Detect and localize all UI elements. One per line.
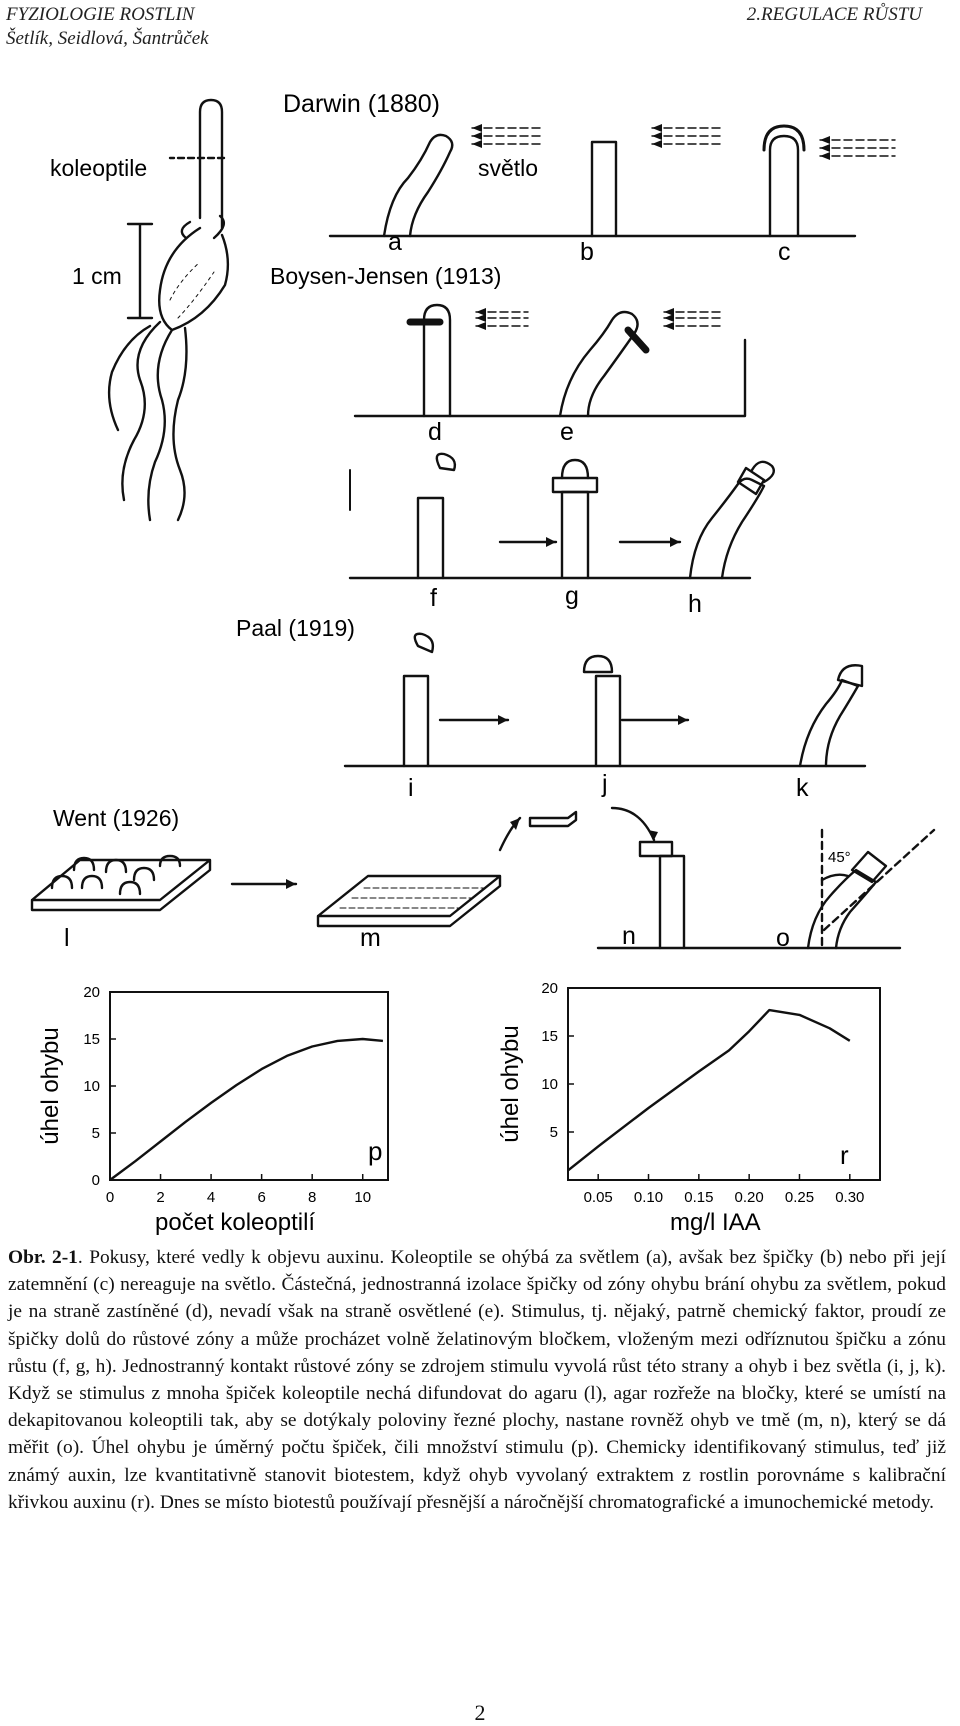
x-tick-label: 6 [257, 1189, 265, 1206]
x-axis-label: mg/l IAA [670, 1209, 761, 1236]
block-o [850, 850, 888, 884]
tip-g [560, 458, 590, 480]
y-tick-label: 10 [541, 1076, 558, 1093]
coleoptile-d [422, 303, 452, 418]
panel-j: j [601, 770, 608, 798]
auxin-experiments-figure: Darwin (1880) koleoptile světlo a b c 1 … [30, 90, 936, 1236]
panel-h: h [688, 590, 702, 618]
baseline-boysen [353, 338, 747, 418]
y-tick-label: 20 [83, 984, 100, 1001]
y-tick-label: 20 [541, 980, 558, 997]
authors: Šetlík, Seidlová, Šantrůček [6, 28, 209, 49]
panel-k: k [796, 774, 809, 802]
plot-frame [567, 987, 881, 1181]
agar-slab-m [316, 874, 502, 928]
tips-on-agar [50, 854, 182, 896]
panel-d: d [428, 418, 442, 446]
x-tick-label: 8 [308, 1189, 316, 1206]
coleoptile-k [798, 678, 860, 768]
panel-n: n [622, 922, 636, 950]
x-axis-label: počet koleoptilí [155, 1209, 315, 1236]
x-tick-label: 0.30 [835, 1189, 864, 1206]
panel-l: l [64, 924, 70, 952]
tip-j [582, 654, 614, 674]
block-h [736, 466, 766, 496]
chapter-title: 2.REGULACE RŮSTU [746, 4, 922, 25]
tip-f [435, 452, 457, 472]
figure-caption: Obr. 2-1. Pokusy, které vedly k objevu a… [8, 1244, 946, 1516]
light-label: světlo [478, 155, 538, 181]
series-line [567, 1008, 851, 1172]
x-tick-label: 4 [207, 1189, 215, 1206]
coleoptile-f [416, 496, 445, 580]
y-tick-label: 5 [550, 1124, 558, 1141]
panel-b: b [580, 238, 594, 266]
coleoptile-i [402, 674, 430, 768]
x-tick-label: 0.10 [634, 1189, 663, 1206]
panel-c: c [778, 238, 791, 266]
series-line [109, 1037, 384, 1181]
agar-bit [528, 810, 578, 828]
went-title: Went (1926) [53, 805, 179, 831]
panel-f: f [430, 584, 437, 612]
caption-text: . Pokusy, které vedly k objevu auxinu. K… [8, 1247, 946, 1513]
boysen-title: Boysen-Jensen (1913) [270, 263, 501, 289]
x-tick-label: 2 [156, 1189, 164, 1206]
coleoptile-o [806, 868, 878, 950]
block-n [638, 840, 674, 858]
cap-c [762, 124, 806, 152]
scale-label: 1 cm [72, 263, 122, 289]
panel-m: m [360, 924, 381, 952]
panel-a: a [388, 228, 402, 256]
panel-o: o [776, 924, 790, 952]
y-tick-label: 0 [92, 1172, 100, 1189]
panel-label: p [368, 1136, 382, 1166]
coleoptile-j [594, 674, 622, 768]
chart-p: 0 5 10 15 20 0 2 4 6 8 10 úhel ohybu počet koleoptil… [37, 984, 389, 1236]
coleoptile-g [560, 490, 590, 580]
chart-r: 5 10 15 20 0.05 0.10 0.15 0.20 0.25 0.30 úhel ohyb… [497, 980, 881, 1236]
y-tick-label: 15 [541, 1028, 558, 1045]
coleoptile-b [590, 140, 618, 238]
paal-title: Paal (1919) [236, 615, 355, 641]
coleoptile-h [688, 477, 766, 580]
angle-label: 45° [828, 849, 851, 866]
plot-frame [109, 991, 389, 1181]
block-g [551, 476, 599, 494]
mica-e [624, 326, 650, 354]
x-tick-label: 0.25 [785, 1189, 814, 1206]
angle-slant [822, 828, 936, 932]
x-tick-label: 10 [354, 1189, 371, 1206]
y-tick-label: 15 [83, 1031, 100, 1048]
seedling-illustration [107, 98, 230, 522]
book-title: FYZIOLOGIE ROSTLIN [6, 4, 195, 25]
x-tick-label: 0.05 [584, 1189, 613, 1206]
tip-h [750, 460, 775, 484]
panel-i: i [408, 774, 414, 802]
y-tick-label: 5 [92, 1125, 100, 1142]
caption-label: Obr. 2-1 [8, 1247, 78, 1268]
panel-g: g [565, 582, 579, 610]
x-tick-label: 0.20 [735, 1189, 764, 1206]
page-number: 2 [474, 1700, 486, 1725]
darwin-title: Darwin (1880) [283, 90, 440, 118]
tip-i [413, 632, 435, 654]
coleoptile-n [658, 854, 686, 950]
panel-label: r [840, 1140, 849, 1170]
panel-e: e [560, 418, 574, 446]
coleoptile-c [768, 134, 800, 238]
agar-block-l [30, 858, 212, 912]
x-tick-label: 0 [106, 1189, 114, 1206]
x-tick-label: 0.15 [684, 1189, 713, 1206]
coleoptile-a [382, 133, 454, 238]
coleoptile-label: koleoptile [50, 155, 147, 181]
y-tick-label: 10 [83, 1078, 100, 1095]
y-axis-label: úhel ohybu [497, 1025, 524, 1142]
tip-k [836, 664, 864, 688]
y-axis-label: úhel ohybu [37, 1027, 64, 1144]
coleoptile-e [558, 310, 639, 418]
